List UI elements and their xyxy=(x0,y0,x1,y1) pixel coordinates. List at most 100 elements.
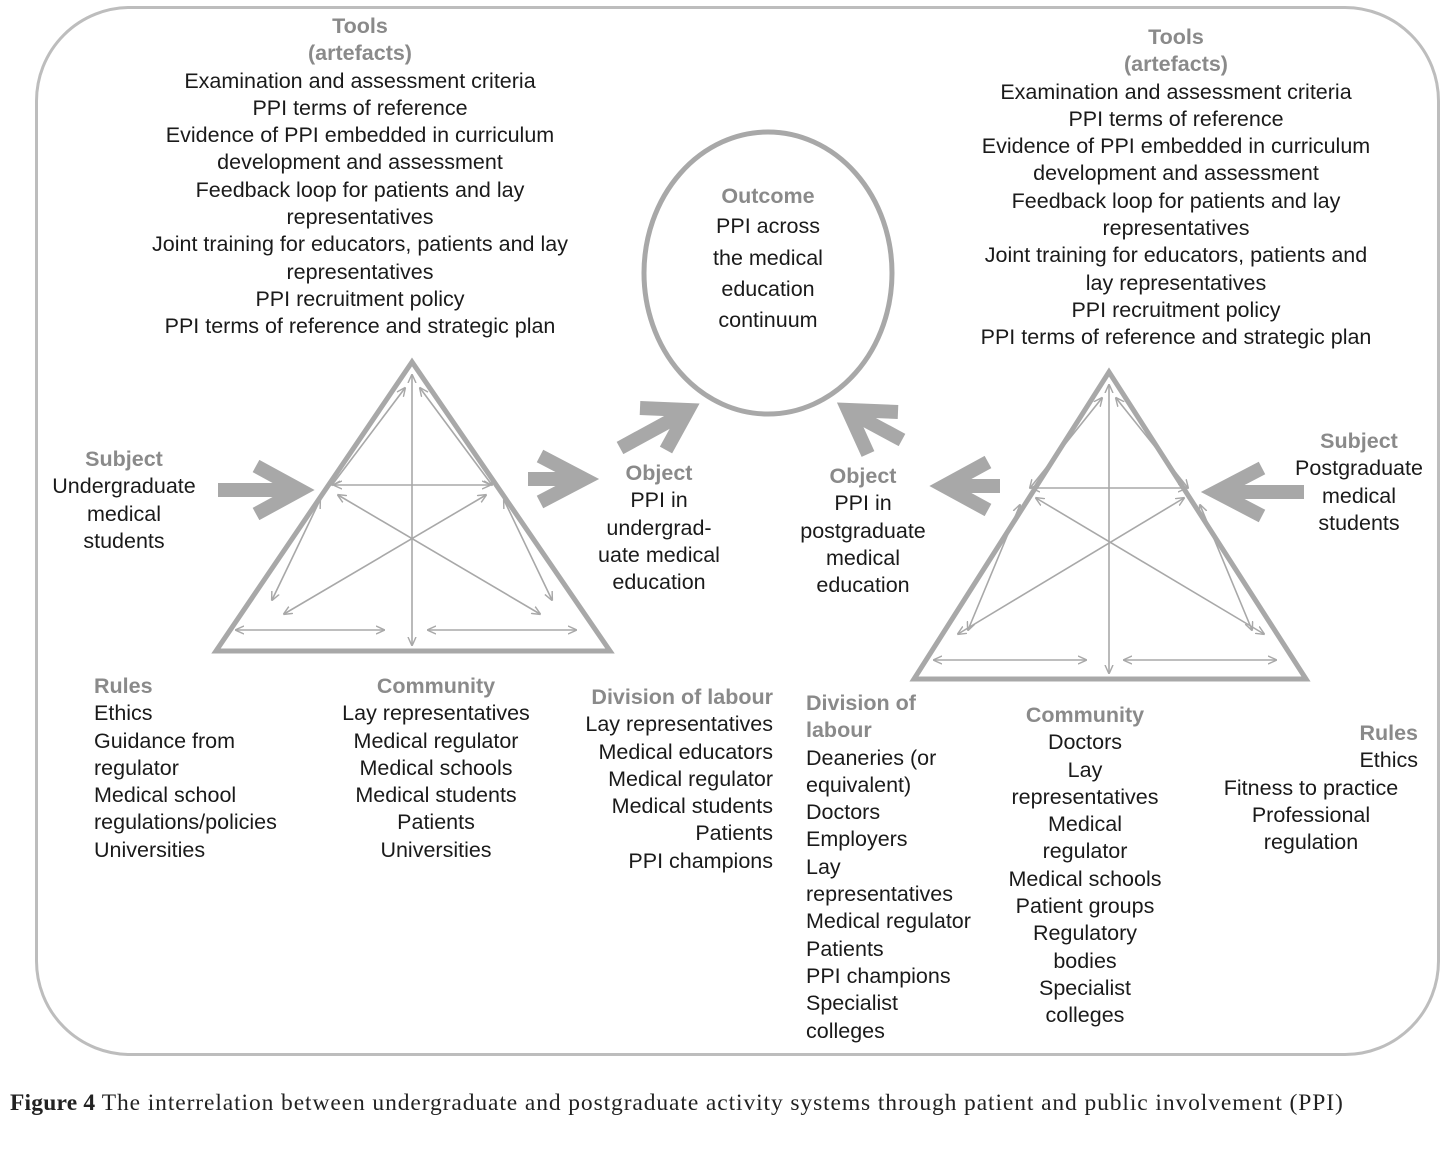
right-division-heading: labour xyxy=(806,718,872,743)
left-rules-heading: Rules xyxy=(94,674,153,698)
right-community-item: Specialist xyxy=(1038,975,1131,1000)
left-subject-line: medical xyxy=(86,501,162,526)
left-community-item: Medical schools xyxy=(359,755,513,780)
right-subject-arrow xyxy=(1200,461,1304,523)
right-object-line: postgraduate xyxy=(800,518,926,543)
left-object-line: undergrad- xyxy=(606,515,712,540)
diagram-frame xyxy=(35,6,1440,1056)
right-object-line: education xyxy=(816,573,910,598)
right-division-item: Lay xyxy=(806,854,841,879)
outcome-circle xyxy=(641,129,895,417)
left-community-item: Medical regulator xyxy=(353,728,519,753)
left-community-heading: Community xyxy=(376,674,496,698)
left-division-item: Patients xyxy=(695,821,773,846)
left-subject-line: students xyxy=(83,528,165,553)
right-object-line: PPI in xyxy=(834,491,892,516)
left-rules-item: Ethics xyxy=(94,701,153,726)
right-community-item: representatives xyxy=(1011,784,1159,809)
left-division-heading: Division of labour xyxy=(591,685,773,709)
right-community-item: Medical schools xyxy=(1008,866,1162,891)
outcome-block: Outcome PPI across the medical education… xyxy=(668,183,868,334)
outcome-heading: Outcome xyxy=(721,184,815,208)
left-activity-triangle xyxy=(211,357,615,654)
figure-caption-text: The interrelation between undergraduate … xyxy=(101,1090,1344,1116)
right-division-item: PPI champions xyxy=(806,963,951,988)
left-rules-item: Guidance from xyxy=(94,728,236,753)
right-community-item: Doctors xyxy=(1047,730,1123,755)
left-tool-item: Evidence of PPI embedded in curriculum xyxy=(165,123,555,148)
right-division-item: colleges xyxy=(806,1018,885,1043)
left-tool-item: development and assessment xyxy=(217,150,503,175)
right-tool-item: Feedback loop for patients and lay xyxy=(1011,188,1341,213)
left-tool-item: representatives xyxy=(286,205,434,230)
right-subject-line: Postgraduate xyxy=(1295,456,1423,481)
right-outcome-arrow xyxy=(836,402,906,457)
right-division-item: representatives xyxy=(806,882,953,907)
activity-systems-diagram xyxy=(211,129,1311,682)
left-division-block: Division of labour Lay representatives M… xyxy=(553,684,773,875)
left-object-line: education xyxy=(612,570,706,595)
left-object-line: PPI in xyxy=(630,488,688,513)
left-division-item: Medical students xyxy=(611,794,773,819)
left-community-item: Medical students xyxy=(355,783,517,808)
left-rules-item: Universities xyxy=(94,837,206,862)
outcome-line: continuum xyxy=(718,308,818,333)
right-community-item: Patient groups xyxy=(1015,894,1155,919)
right-division-item: Specialist xyxy=(806,991,899,1016)
right-division-item: Deaneries (or xyxy=(806,745,937,770)
right-object-arrow xyxy=(929,455,1000,517)
left-rules-item: regulator xyxy=(94,755,179,780)
figure-label: Figure 4 xyxy=(10,1090,96,1116)
left-community-block: Community Lay representatives Medical re… xyxy=(326,673,546,864)
left-outcome-arrow xyxy=(616,401,700,455)
right-tool-item: development and assessment xyxy=(1033,161,1319,186)
right-community-item: colleges xyxy=(1045,1003,1125,1028)
right-rules-item: Fitness to practice xyxy=(1223,775,1399,800)
left-tool-item: Joint training for educators, patients a… xyxy=(152,232,568,257)
right-tool-item: PPI terms of reference and strategic pla… xyxy=(980,325,1372,350)
left-tool-item: Feedback loop for patients and lay xyxy=(195,177,525,202)
left-division-item: Medical regulator xyxy=(608,766,773,791)
right-division-item: equivalent) xyxy=(806,772,912,797)
right-tool-item: Examination and assessment criteria xyxy=(1000,79,1352,104)
left-rules-block: Rules Ethics Guidance from regulator Med… xyxy=(94,673,314,864)
left-tool-item: PPI terms of reference and strategic pla… xyxy=(164,314,556,339)
outcome-line: education xyxy=(721,276,815,301)
left-object-block: Object PPI in undergrad- uate medical ed… xyxy=(584,460,734,596)
left-tool-item: PPI recruitment policy xyxy=(255,286,465,311)
right-rules-block: Rules Ethics Fitness to practice Profess… xyxy=(1204,720,1418,856)
right-tool-item: representatives xyxy=(1102,216,1250,241)
right-object-line: medical xyxy=(825,545,901,570)
right-community-item: Lay xyxy=(1067,757,1103,782)
right-division-heading: Division of xyxy=(806,691,916,715)
right-community-block: Community Doctors Lay representatives Me… xyxy=(995,702,1175,1030)
right-tool-item: PPI recruitment policy xyxy=(1071,297,1281,322)
right-rules-item: regulation xyxy=(1263,830,1359,855)
right-tool-item: PPI terms of reference xyxy=(1068,106,1284,131)
right-tools-heading: Tools xyxy=(1148,25,1204,49)
right-division-item: Patients xyxy=(806,936,884,961)
right-rules-item: Ethics xyxy=(1359,748,1418,773)
right-rules-item: Professional xyxy=(1251,802,1371,827)
left-community-item: Lay representatives xyxy=(342,701,530,726)
left-community-item: Universities xyxy=(380,837,492,862)
right-subject-heading: Subject xyxy=(1320,429,1398,453)
outcome-line: the medical xyxy=(713,245,823,270)
left-rules-item: regulations/policies xyxy=(94,810,277,835)
right-community-item: regulator xyxy=(1042,839,1128,864)
left-community-item: Patients xyxy=(397,810,475,835)
left-tool-item: Examination and assessment criteria xyxy=(184,68,536,93)
right-rules-heading: Rules xyxy=(1359,721,1418,745)
left-object-heading: Object xyxy=(625,461,693,485)
left-tool-item: PPI terms of reference xyxy=(252,95,468,120)
left-subject-block: Subject Undergraduate medical students xyxy=(34,446,214,555)
right-division-item: Doctors xyxy=(806,800,881,825)
right-subject-line: medical xyxy=(1321,483,1397,508)
left-subject-line: Undergraduate xyxy=(52,474,196,499)
left-subject-heading: Subject xyxy=(85,447,163,471)
right-tools-block: Tools (artefacts) Examination and assess… xyxy=(926,24,1426,352)
right-tool-item: Evidence of PPI embedded in curriculum xyxy=(981,134,1371,159)
right-subject-line: students xyxy=(1318,510,1400,535)
right-division-item: Employers xyxy=(806,827,908,852)
left-tools-heading: Tools xyxy=(332,14,388,38)
